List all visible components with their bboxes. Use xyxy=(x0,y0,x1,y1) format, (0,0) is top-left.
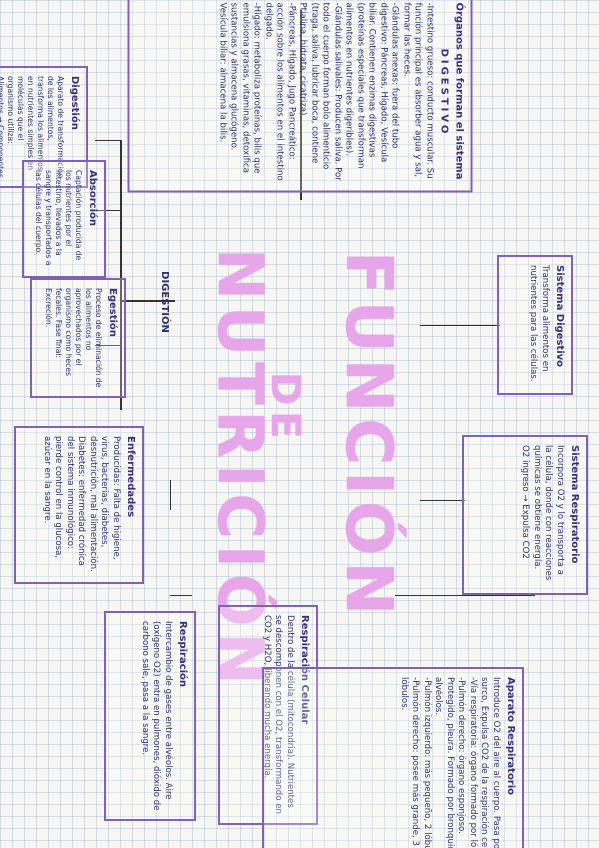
organs-text: -Intestino grueso: conducto muscular. Su… xyxy=(217,2,435,181)
respiration-box: Respiración Intercambio de gases entre a… xyxy=(104,611,196,821)
connector-center-right-2 xyxy=(420,500,465,501)
connector-center-top xyxy=(300,10,302,200)
digestive-system-box: Sistema Digestivo Transforma alimentos e… xyxy=(497,255,573,395)
respiratory-system-title: Sistema Respiratorio xyxy=(569,445,580,564)
absorption-text: Captación producida de los nutrientes po… xyxy=(34,170,83,266)
connector-center-right xyxy=(420,325,500,326)
organs-title: Órganos que forman el sistema xyxy=(453,2,465,180)
egestion-title: Egestión xyxy=(107,288,118,337)
respiratory-system-box: Sistema Respiratorio Incorpora O2 y lo t… xyxy=(462,435,588,595)
absorption-title: Absorción xyxy=(87,170,98,226)
absorption-box: Absorción Captación producida de los nut… xyxy=(22,160,106,278)
organs-subtitle: DIGESTIVO xyxy=(438,48,450,137)
connector-ingestion xyxy=(95,140,120,141)
diseases-box: Enfermedades Producidas: Falta de higien… xyxy=(14,426,144,584)
respiratory-system-text: Incorpora O2 y lo transporta a la célula… xyxy=(520,445,566,581)
diseases-text: Producidas: Falta de higiene, virus, bac… xyxy=(42,436,121,572)
organs-box: Órganos que forman el sistema DIGESTIVO … xyxy=(127,0,473,193)
diseases-title: Enfermedades xyxy=(125,436,136,518)
connector-absorption xyxy=(95,210,120,211)
egestion-box: Egestión Proceso de eliminación de los a… xyxy=(30,278,126,398)
digestive-system-title: Sistema Digestivo xyxy=(554,265,565,368)
respiratory-apparatus-box: Aparato Respiratorio Introduce O2 del ai… xyxy=(262,667,524,848)
connector-egestion xyxy=(95,345,120,346)
connector-resp-app xyxy=(395,595,535,596)
connector-digestion-stem xyxy=(120,140,122,410)
connector-bottom xyxy=(170,595,192,596)
connector-diseases xyxy=(170,480,171,510)
connector-digestion-mid xyxy=(120,300,175,302)
respiratory-apparatus-title: Aparato Respiratorio xyxy=(505,677,516,796)
digestive-system-text: Transforma alimentos en nutrientes para … xyxy=(528,265,551,382)
respiration-title: Respiración xyxy=(177,621,188,688)
egestion-text: Proceso de eliminación de los alimentos … xyxy=(44,288,103,388)
respiratory-apparatus-text: Introduce O2 del aire al cuerpo. Pasa po… xyxy=(399,677,501,848)
central-title-nutricion: NUTRICIÓN xyxy=(204,248,277,691)
respiration-text: Intercambio de gases entre alvéolos. Air… xyxy=(140,621,173,811)
digestion-label: DIGESTIÓN xyxy=(159,271,170,333)
central-title-funcion: FUNCIÓN xyxy=(331,251,405,621)
